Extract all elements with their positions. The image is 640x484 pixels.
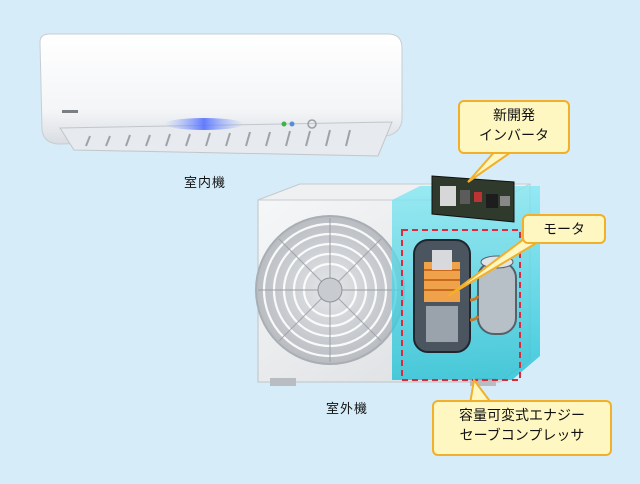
motor-callout: モータ	[522, 214, 606, 244]
inverter-callout-pointer	[467, 149, 518, 183]
inverter-callout-line2: インバータ	[479, 128, 549, 144]
compressor-callout-line2: セーブコンプレッサ	[459, 428, 585, 444]
inverter-circuit-board-icon	[431, 175, 515, 223]
indoor-unit-icon	[39, 33, 403, 157]
indoor-unit-label: 室内機	[184, 176, 227, 191]
outdoor-unit-label: 室外機	[326, 402, 369, 417]
compressor-callout-line1: 容量可変式エナジー	[459, 408, 585, 424]
compressor-callout: 容量可変式エナジー セーブコンプレッサ	[432, 400, 612, 456]
inverter-callout: 新開発 インバータ	[458, 100, 570, 154]
compressor-highlight-box	[401, 229, 521, 381]
compressor-cutaway-icon	[413, 239, 517, 353]
motor-callout-line1: モータ	[543, 222, 585, 238]
inverter-callout-line1: 新開発	[493, 108, 535, 124]
